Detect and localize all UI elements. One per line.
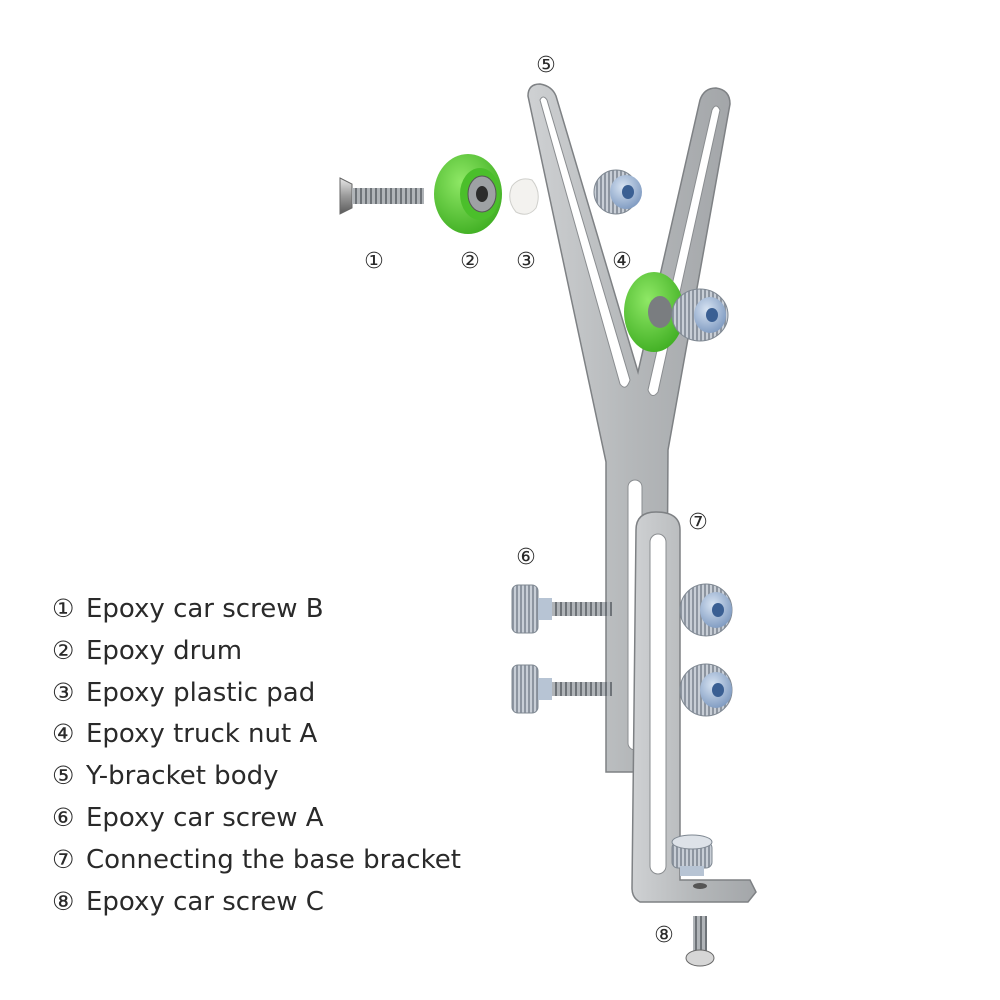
- knurled-nut-icon: [593, 169, 642, 215]
- legend-number: ③: [52, 677, 75, 707]
- legend-item: ⑧ Epoxy car screw C: [52, 881, 461, 923]
- countersunk-screw-icon: [339, 177, 424, 215]
- callout-4: ④: [612, 249, 632, 274]
- base-bracket-icon: [631, 511, 757, 903]
- legend-label: Y-bracket body: [86, 761, 279, 792]
- callout-8: ⑧: [654, 923, 674, 948]
- legend-label: Epoxy car screw B: [86, 594, 324, 624]
- thumb-screw-icon: [511, 664, 612, 714]
- legend-item: ③ Epoxy plastic pad: [52, 672, 461, 714]
- legend-label: Connecting the base bracket: [86, 844, 461, 875]
- legend-label: Epoxy car screw A: [86, 802, 324, 833]
- plastic-pad-icon: [509, 178, 539, 215]
- legend-number: ⑧: [52, 886, 75, 916]
- legend-number: ②: [52, 635, 75, 665]
- callout-6: ⑥: [516, 545, 536, 570]
- legend-label: Epoxy car screw C: [86, 886, 324, 917]
- legend-item: ⑥ Epoxy car screw A: [52, 797, 461, 839]
- green-drum-icon: [434, 154, 502, 234]
- callout-3: ③: [516, 249, 536, 274]
- button-head-screw-icon: [685, 916, 715, 967]
- thumb-screw-icon: [511, 584, 612, 634]
- legend-number: ④: [52, 719, 75, 749]
- legend-item: ② Epoxy drum: [52, 630, 461, 672]
- mounted-nut-icon: [671, 288, 729, 342]
- callout-5: ⑤: [536, 53, 556, 78]
- callout-1: ①: [364, 249, 384, 274]
- knurled-nut-icon: [679, 583, 733, 637]
- legend-label: Epoxy drum: [86, 635, 243, 666]
- legend-item: ① Epoxy car screw B: [52, 588, 461, 630]
- parts-legend: ① Epoxy car screw B ② Epoxy drum ③ Epoxy pl…: [52, 588, 461, 922]
- legend-number: ⑤: [52, 761, 75, 791]
- legend-number: ⑥: [52, 802, 75, 832]
- legend-label: Epoxy plastic pad: [86, 677, 316, 708]
- callout-7: ⑦: [688, 510, 708, 535]
- mounted-wheel-icon: [624, 272, 684, 352]
- legend-item: ⑦ Connecting the base bracket: [52, 839, 461, 881]
- foot-nut-icon: [671, 834, 713, 876]
- legend-number: ①: [52, 594, 75, 623]
- legend-item: ④ Epoxy truck nut A: [52, 713, 461, 755]
- knurled-nut-icon: [679, 663, 733, 717]
- legend-item: ⑤ Y-bracket body: [52, 755, 461, 797]
- legend-number: ⑦: [52, 844, 75, 874]
- callout-2: ②: [460, 249, 480, 274]
- legend-label: Epoxy truck nut A: [86, 719, 318, 750]
